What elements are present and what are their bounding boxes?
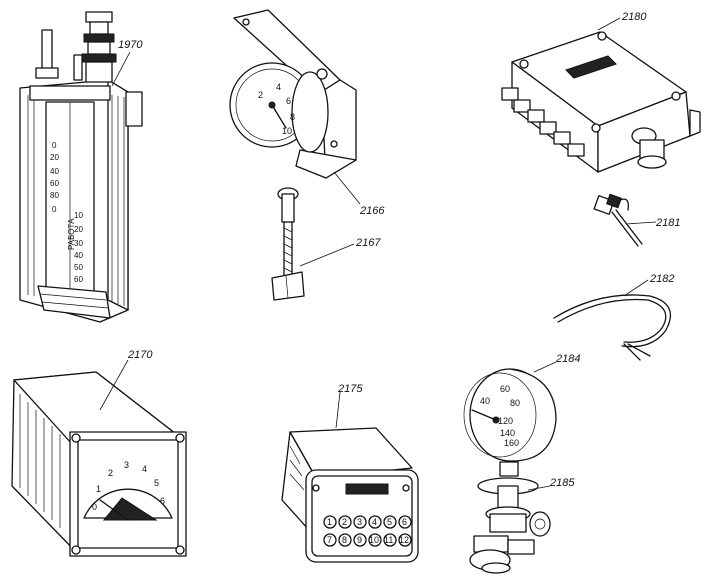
item-2180-drawing (501, 17, 701, 173)
item-2166-label: 2166 (359, 205, 385, 217)
item-1970-scale-1: 20 (50, 153, 59, 162)
item-2184-dial-5: 160 (504, 438, 519, 448)
item-2184-dial-4: 140 (500, 428, 515, 438)
item-1970-scale-8: 30 (74, 239, 83, 248)
item-2184-dial-0: 40 (480, 396, 490, 406)
item-2184-drawing: 40 60 80 120 140 160 (463, 361, 557, 462)
item-2175-key-9: 9 (357, 535, 362, 545)
item-1970-scale-9: 40 (74, 251, 83, 260)
item-2167-drawing (271, 187, 355, 301)
item-2175-drawing: 1 2 3 4 5 6 7 8 9 10 11 12 (281, 391, 419, 563)
item-1970-scale-6: 10 (74, 211, 83, 220)
item-2184-label: 2184 (555, 353, 580, 365)
item-2170-dial-4: 4 (142, 464, 147, 474)
item-2166-drawing: 2 4 6 8 10 (229, 9, 361, 205)
item-2182-label: 2182 (649, 273, 674, 285)
item-1970-scale-0: 0 (52, 141, 57, 150)
item-1970-scale-2: 40 (50, 167, 59, 176)
item-2175-keypad: 1 2 3 4 5 6 7 8 9 10 11 12 (323, 515, 412, 547)
item-2185-drawing (469, 461, 551, 574)
item-2170-dial-1: 1 (96, 484, 101, 494)
item-2175-key-11: 11 (384, 535, 393, 545)
item-2175-key-2: 2 (342, 517, 347, 527)
item-2170-dial-5: 5 (154, 478, 159, 488)
item-2175-key-8: 8 (342, 535, 347, 545)
item-2175-key-7: 7 (327, 535, 332, 545)
item-2175-key-10: 10 (369, 535, 379, 545)
item-2170-dial-6: 6 (160, 496, 165, 506)
item-2175-key-4: 4 (372, 517, 377, 527)
item-2181-drawing (593, 193, 657, 247)
item-1970-scale-10: 50 (74, 263, 83, 272)
item-1970-scale-5: 0 (52, 205, 57, 214)
item-2180-label: 2180 (621, 11, 647, 23)
item-2185-label: 2185 (549, 477, 575, 489)
item-2166-dial-3: 8 (290, 112, 295, 122)
item-1970-scale-4: 80 (50, 191, 59, 200)
item-2166-dial-0: 2 (258, 90, 263, 100)
item-2166-dial-4: 10 (282, 126, 292, 136)
item-2184-dial-3: 120 (498, 416, 513, 426)
item-2175-key-3: 3 (357, 517, 362, 527)
item-2175-key-12: 12 (399, 535, 409, 545)
item-1970-scale-word: РАБОТА (67, 218, 76, 250)
item-2175-key-5: 5 (387, 517, 392, 527)
item-2167-label: 2167 (355, 237, 381, 249)
item-1970-scale-7: 20 (74, 225, 83, 234)
item-2182-drawing (553, 279, 671, 361)
item-2170-dial-0: 0 (92, 502, 97, 512)
item-2166-dial-2: 6 (286, 96, 291, 106)
item-2175-key-6: 6 (402, 517, 407, 527)
item-2170-dial-2: 2 (108, 468, 113, 478)
item-2170-dial-3: 3 (124, 460, 129, 470)
item-1970-drawing: 0 20 40 60 80 0 РАБОТА 10 20 30 40 50 60 (19, 11, 143, 323)
item-1970-scale-3: 60 (50, 179, 59, 188)
item-2175-key-1: 1 (327, 517, 332, 527)
item-2184-dial-1: 60 (500, 384, 510, 394)
item-2170-drawing: 0 1 2 3 4 5 6 (11, 359, 187, 557)
item-2166-dial-1: 4 (276, 82, 281, 92)
item-2175-label: 2175 (337, 383, 363, 395)
item-2184-dial-2: 80 (510, 398, 520, 408)
item-1970-label: 1970 (118, 39, 143, 51)
item-1970-scale-11: 60 (74, 275, 83, 284)
item-2170-label: 2170 (127, 349, 153, 361)
item-2181-label: 2181 (655, 217, 680, 229)
